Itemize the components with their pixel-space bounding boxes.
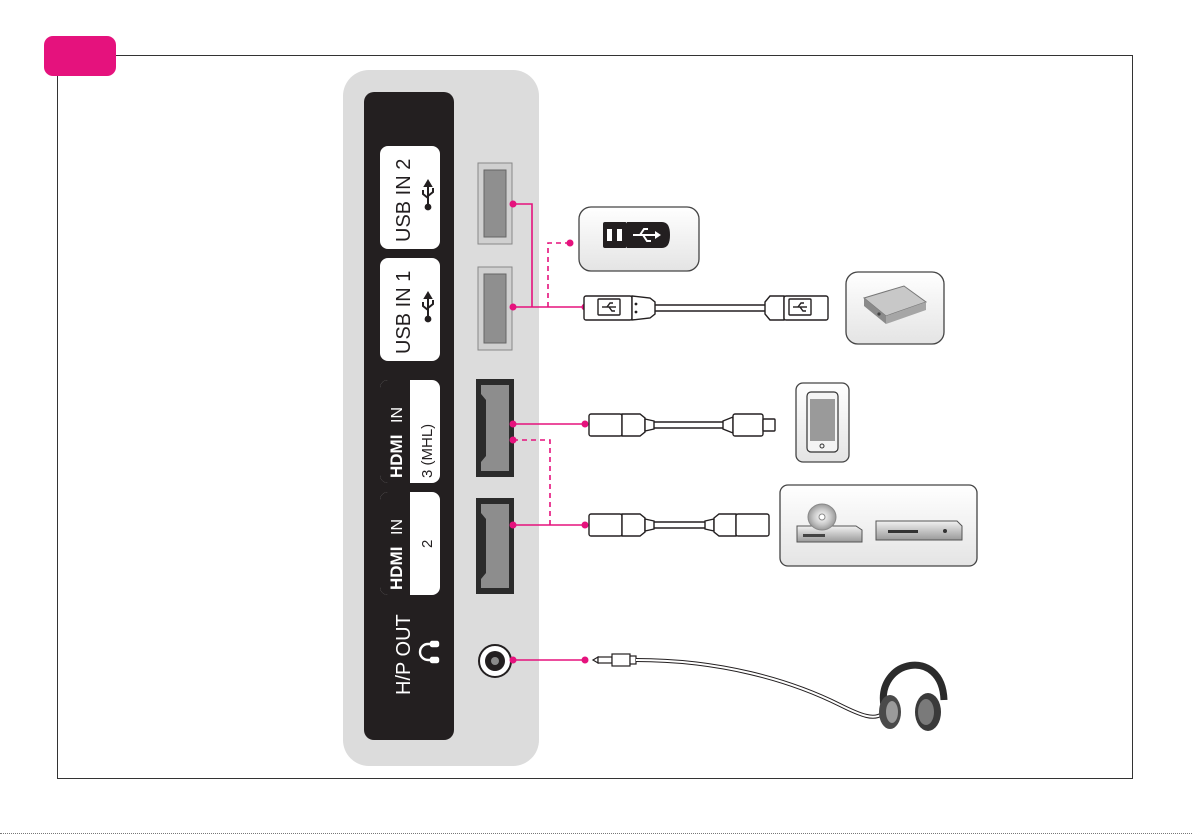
hp-out-text: H/P OUT (393, 614, 415, 695)
hdmi3-in-text: IN (389, 407, 406, 423)
label-hdmi-in-3-mhl: HDMI IN 3 (MHL) (380, 380, 440, 483)
usb-flash-drive (579, 207, 699, 271)
hdmi-cable (589, 514, 769, 536)
label-usb-in-2: USB IN 2 (380, 146, 440, 249)
usb-port-2 (478, 163, 512, 244)
smartphone-icon (807, 392, 838, 452)
hdmi3-sub-text: 3 (MHL) (419, 424, 436, 478)
headphones-icon (879, 665, 944, 731)
mhl-cable (589, 414, 775, 436)
hdmi-logo-text: HDMI (387, 435, 406, 478)
label-hdmi-in-2: HDMI IN 2 (380, 492, 440, 595)
hdmi2-sub-text: 2 (419, 540, 436, 548)
headphones (879, 665, 944, 731)
hdmi-logo-text: HDMI (387, 547, 406, 590)
hdmi2-in-text: IN (389, 519, 406, 535)
hdmi-port-3 (476, 379, 514, 477)
usb-cable (584, 296, 828, 320)
smartphone (796, 383, 849, 462)
usb-port-1 (478, 267, 512, 350)
usb-in-2-text: USB IN 2 (393, 159, 415, 242)
av-devices (780, 485, 977, 566)
set-top-box-icon (876, 521, 962, 540)
headphone-cable (593, 654, 882, 717)
label-usb-in-1: USB IN 1 (380, 258, 440, 361)
headphone-jack (479, 645, 511, 677)
usb-stick-icon (603, 222, 670, 248)
hdmi-port-2 (476, 498, 514, 594)
usb-in-1-text: USB IN 1 (393, 271, 415, 354)
external-hard-drive (846, 272, 944, 344)
